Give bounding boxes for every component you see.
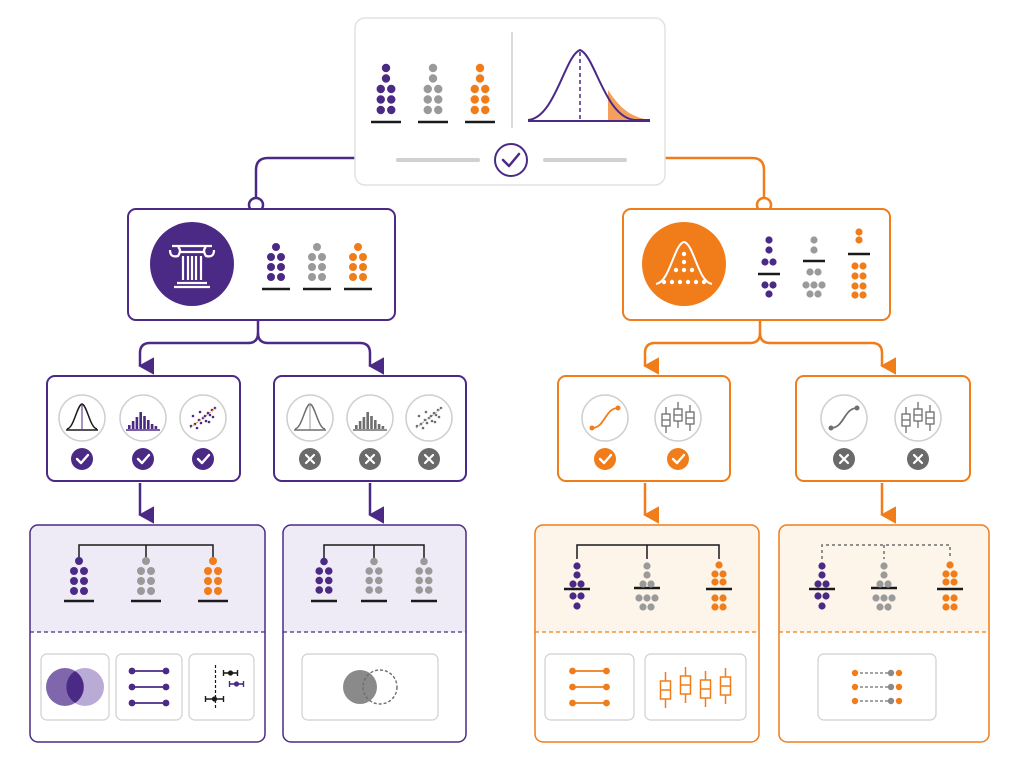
rank-lines-icon	[544, 653, 635, 721]
top-card	[354, 17, 666, 186]
top-group-gray	[423, 63, 443, 115]
right-header-group-purple	[758, 236, 780, 298]
dashed-comparison-icon	[817, 653, 937, 721]
comparison-bracket	[821, 544, 951, 559]
check-badge-icon	[192, 448, 214, 470]
result-group-orange	[937, 561, 963, 611]
assumption-card-r1	[557, 375, 731, 482]
result-card-r1	[534, 524, 760, 743]
left-header-group-purple	[267, 243, 285, 281]
left-header-group-orange	[349, 243, 367, 281]
result-group-purple	[809, 562, 835, 610]
comparison-bracket	[323, 544, 425, 559]
scatter-plot-icon	[179, 394, 227, 442]
confidence-interval-icon	[188, 653, 255, 721]
result-group-orange	[204, 557, 222, 595]
normal-curve-icon	[286, 394, 334, 442]
connector-left-split	[138, 320, 260, 375]
left-header-group-dots	[262, 243, 372, 291]
monotonic-curve-icon	[820, 394, 868, 442]
boxplot-icon	[894, 394, 942, 442]
connectors	[138, 156, 896, 524]
connector-top-to-right	[665, 156, 766, 202]
x-badge-icon	[359, 448, 381, 470]
result-group-purple	[315, 557, 333, 594]
check-badge-icon	[71, 448, 93, 470]
comparison-bracket	[576, 544, 720, 559]
histogram-icon	[346, 394, 394, 442]
result-group-gray	[634, 562, 660, 611]
result-group-gray	[871, 562, 897, 611]
x-badge-icon	[833, 448, 855, 470]
result-group-gray	[415, 557, 433, 594]
result-group-purple	[564, 562, 590, 610]
comparison-bracket	[78, 544, 214, 559]
monotonic-curve-icon	[581, 394, 629, 442]
connector-left-split-2	[256, 332, 384, 375]
check-badge-icon	[594, 448, 616, 470]
right-header-group-dots	[758, 228, 870, 299]
boxplot-icon	[654, 394, 702, 442]
x-badge-icon	[299, 448, 321, 470]
right-header-group-orange	[848, 228, 870, 299]
top-group-orange	[470, 63, 490, 115]
histogram-icon	[119, 394, 167, 442]
boxplots-icon	[644, 653, 747, 721]
result-card-r2	[778, 524, 990, 743]
right-header-group-gray	[802, 236, 826, 298]
assumption-card-l1	[46, 375, 241, 482]
venn-overlap-icon	[40, 653, 110, 721]
left-header-group-gray	[308, 243, 326, 281]
column-pillar-icon	[168, 244, 216, 289]
normal-curve-icon	[58, 394, 106, 442]
top-normal-curve-icon	[527, 48, 650, 122]
x-badge-icon	[907, 448, 929, 470]
venn-partial-icon	[301, 653, 439, 721]
result-group-gray	[365, 557, 383, 594]
top-check-circle-icon	[494, 143, 528, 177]
pairwise-lines-icon	[115, 653, 183, 721]
check-badge-icon	[667, 448, 689, 470]
connector-top-to-left	[254, 156, 355, 202]
result-card-l2	[282, 524, 467, 743]
bell-curve-dots-icon	[655, 240, 713, 285]
assumption-card-l2	[273, 375, 467, 482]
scatter-plot-icon	[405, 394, 453, 442]
result-group-orange	[706, 561, 732, 611]
x-badge-icon	[418, 448, 440, 470]
connector-right-split	[643, 320, 762, 375]
top-group-dot-columns	[371, 63, 495, 124]
right-header-card	[622, 208, 891, 321]
left-header-card	[127, 208, 396, 321]
result-card-l1	[29, 524, 266, 743]
result-group-gray	[137, 557, 155, 595]
result-group-purple	[70, 557, 88, 595]
assumption-card-r2	[795, 375, 971, 482]
connector-right-split-2	[758, 332, 896, 375]
top-group-purple	[376, 63, 396, 115]
check-badge-icon	[132, 448, 154, 470]
